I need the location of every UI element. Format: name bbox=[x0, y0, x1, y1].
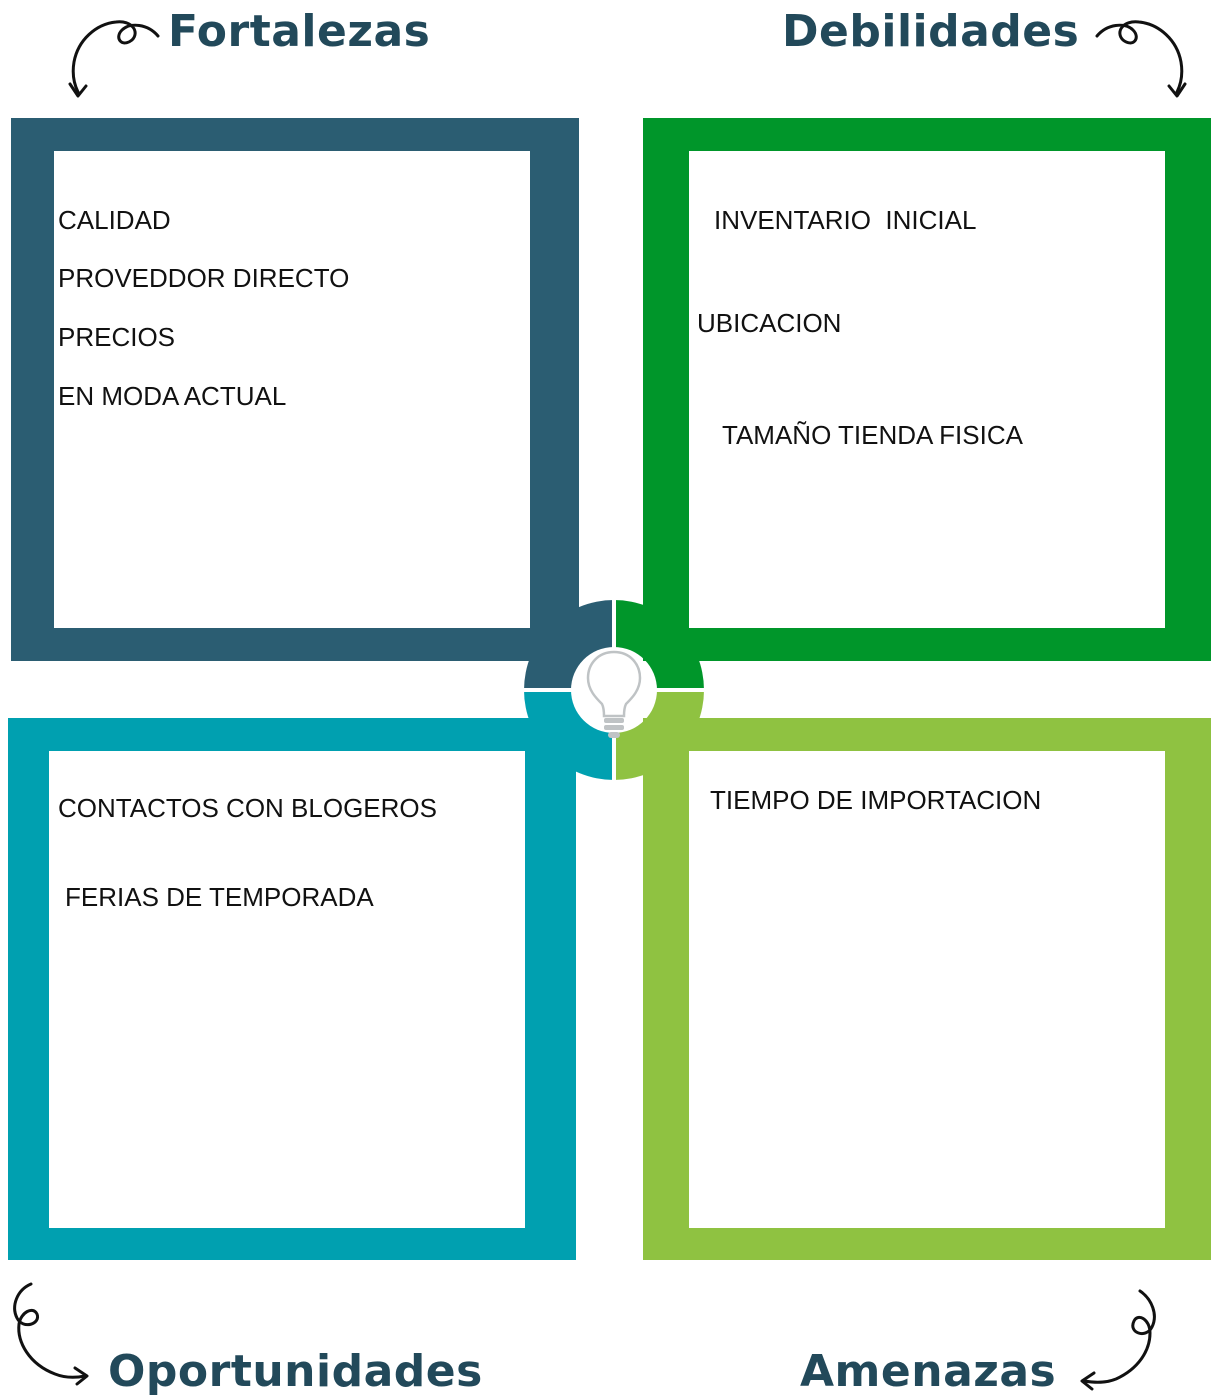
center-lightbulb-connector bbox=[524, 600, 704, 780]
amenazas-box bbox=[689, 751, 1165, 1228]
oportunidades-title: Oportunidades bbox=[108, 1346, 483, 1397]
oportunidades-frame bbox=[8, 718, 576, 1260]
debilidades-frame bbox=[643, 118, 1211, 661]
debilidades-item: INVENTARIO INICIAL bbox=[714, 205, 977, 235]
fortalezas-box bbox=[54, 151, 530, 628]
fortalezas-item: PRECIOS bbox=[58, 322, 176, 352]
lightbulb-icon bbox=[586, 650, 642, 738]
fortalezas-item: PROVEDDOR DIRECTO bbox=[58, 263, 350, 293]
fortalezas-title: Fortalezas bbox=[168, 6, 431, 57]
oportunidades-item: FERIAS DE TEMPORADA bbox=[65, 882, 374, 912]
curly-arrow-debilidades-icon bbox=[1095, 20, 1187, 98]
amenazas-frame bbox=[643, 718, 1211, 1260]
curly-arrow-oportunidades-icon bbox=[13, 1282, 89, 1386]
oportunidades-box bbox=[49, 751, 525, 1228]
amenazas-item: TIEMPO DE IMPORTACION bbox=[710, 785, 1042, 815]
amenazas-title: Amenazas bbox=[800, 1346, 1057, 1397]
debilidades-item: TAMAÑO TIENDA FISICA bbox=[722, 420, 1023, 450]
fortalezas-frame bbox=[11, 118, 579, 661]
curly-arrow-amenazas-icon bbox=[1080, 1289, 1156, 1391]
fortalezas-item: CALIDAD bbox=[58, 205, 171, 235]
debilidades-box bbox=[689, 151, 1165, 628]
debilidades-item: UBICACION bbox=[697, 308, 842, 338]
oportunidades-item: CONTACTOS CON BLOGEROS bbox=[58, 793, 437, 823]
curly-arrow-fortalezas-icon bbox=[68, 20, 160, 98]
debilidades-title: Debilidades bbox=[782, 6, 1080, 57]
fortalezas-item: EN MODA ACTUAL bbox=[58, 381, 287, 411]
